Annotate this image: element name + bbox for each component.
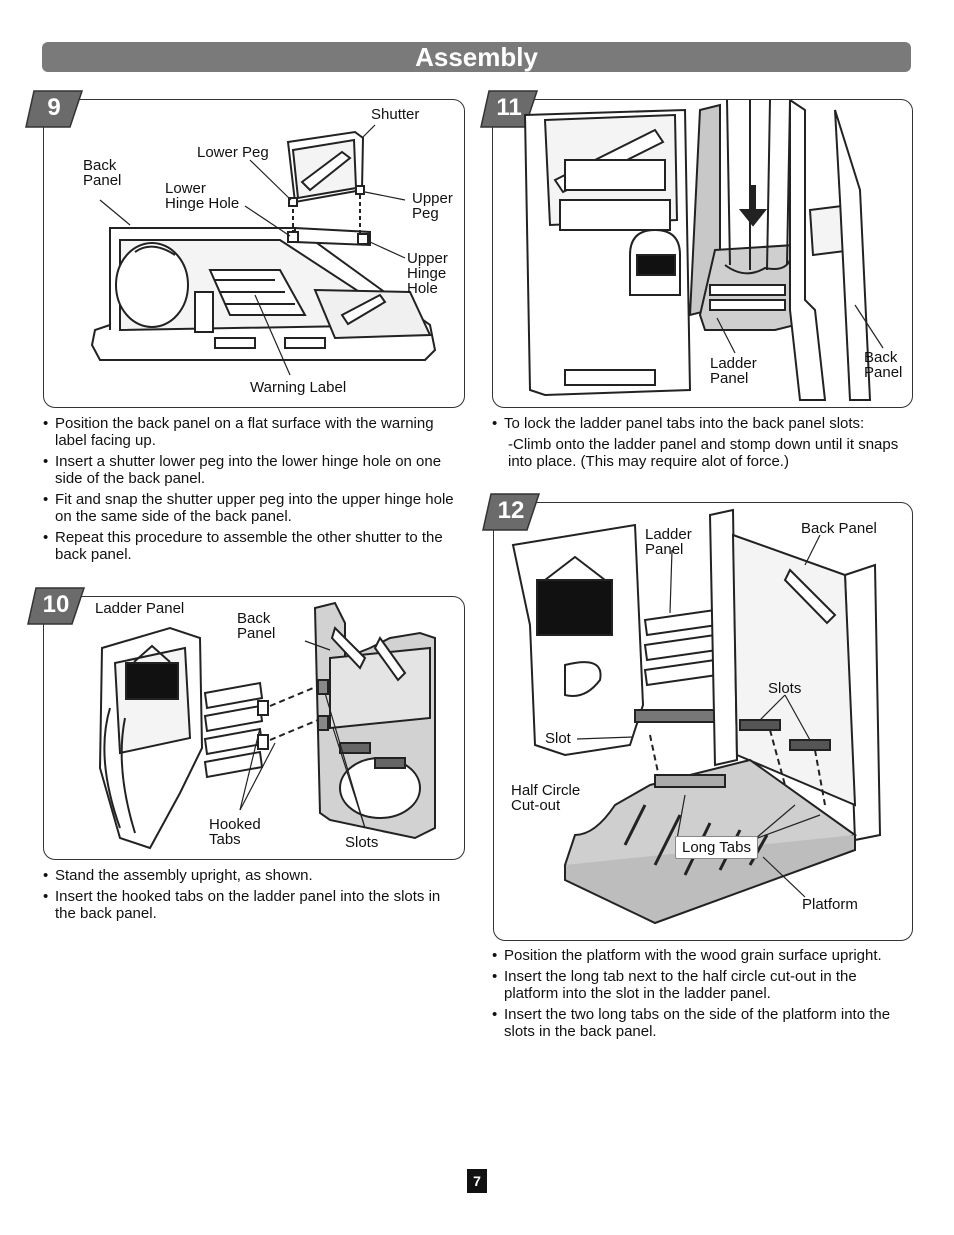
step-9-instructions: Position the back panel on a flat surfac… [43,415,463,567]
step-10-label-hooked-tabs: Hooked Tabs [209,816,261,848]
step-12-label-slot: Slot [545,730,571,747]
instruction-sub-item: -Climb onto the ladder panel and stomp d… [508,436,899,470]
page-title: Assembly [42,42,911,72]
step-11-badge: 11 [479,87,539,131]
step-11-instructions: To lock the ladder panel tabs into the b… [492,415,911,474]
step-10-label-back-panel: Back Panel [237,610,276,642]
step-9-illustration [90,124,437,376]
instruction-item: Position the back panel on a flat surfac… [43,415,463,449]
step-12-label-slots: Slots [768,680,802,697]
instruction-item: Insert the long tab next to the half cir… [492,968,911,1002]
instruction-item: Position the platform with the wood grai… [492,947,911,964]
step-9-label-lower-hinge-hole: Lower Hinge Hole [165,180,240,212]
step-9-label-back-panel: Back Panel [83,157,122,189]
step-11-label-ladder-panel: Ladder Panel [710,355,757,387]
step-10-instructions: Stand the assembly upright, as shown. In… [43,867,463,926]
step-11-number: 11 [496,94,522,121]
step-12-instructions: Position the platform with the wood grai… [492,947,911,1044]
instruction-item: To lock the ladder panel tabs into the b… [492,415,911,432]
instruction-item: Stand the assembly upright, as shown. [43,867,463,884]
step-9-label-shutter: Shutter [371,106,420,123]
instruction-item: Insert the two long tabs on the side of … [492,1006,911,1040]
step-12-label-ladder-panel: Ladder Panel [645,526,692,558]
step-10-badge: 10 [26,584,86,628]
instruction-item: Repeat this procedure to assemble the ot… [43,529,463,563]
instruction-item: Insert the hooked tabs on the ladder pan… [43,888,463,922]
step-12-label-back-panel: Back Panel [801,520,877,537]
step-9-label-upper-hinge-hole: Upper Hinge Hole [407,250,448,297]
step-11-label-back-panel: Back Panel [864,349,903,381]
instruction-item: Insert a shutter lower peg into the lowe… [43,453,463,487]
step-12-badge: 12 [481,490,541,534]
step-10-number: 10 [42,591,70,618]
step-12-illustration [511,508,882,925]
step-9-label-warning-label: Warning Label [250,379,347,396]
step-9-badge: 9 [24,87,84,131]
step-10-label-ladder-panel: Ladder Panel [95,600,185,617]
step-10-illustration [98,601,436,850]
step-11-illustration [523,100,884,401]
step-12-label-platform: Platform [802,896,858,913]
instruction-item: Fit and snap the shutter upper peg into … [43,491,463,525]
step-9-label-lower-peg: Lower Peg [197,144,269,161]
step-10-label-slots: Slots [345,834,379,851]
step-9-number: 9 [47,94,61,121]
page-number: 7 [467,1169,487,1193]
step-12-number: 12 [497,497,525,524]
step-12-label-half-circle: Half Circle Cut-out [511,782,581,814]
step-12-label-long-tabs: Long Tabs [675,836,758,859]
step-9-label-upper-peg: Upper Peg [412,190,453,222]
